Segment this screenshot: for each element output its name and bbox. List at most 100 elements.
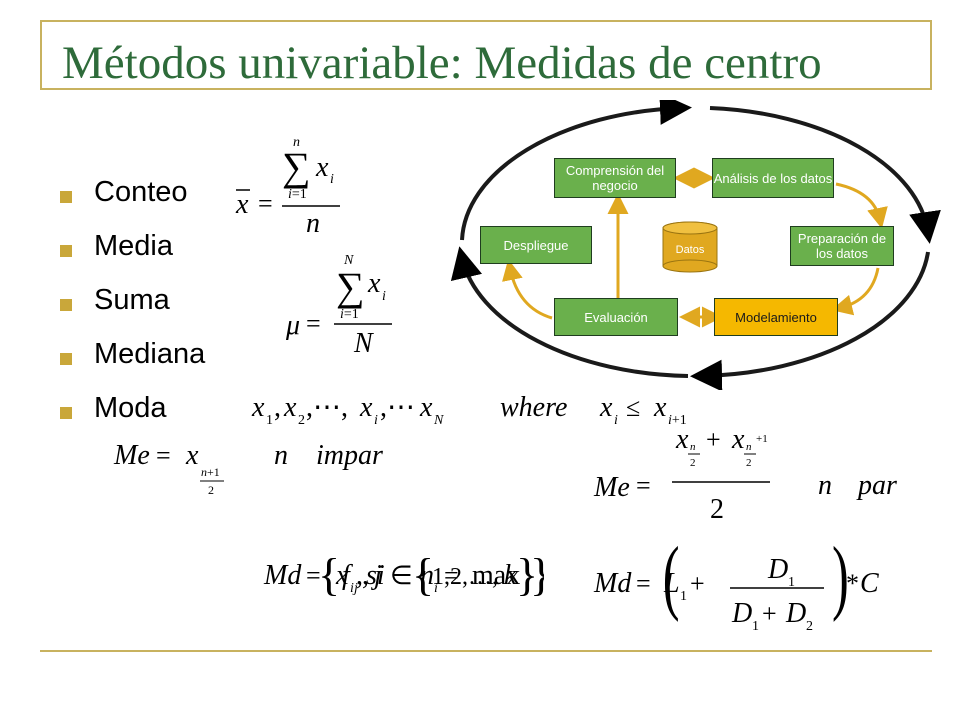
- svg-text:+: +: [762, 599, 777, 628]
- svg-text:x: x: [419, 392, 433, 423]
- datos-cylinder-label: Datos: [675, 244, 705, 256]
- svg-text:i: i: [434, 581, 438, 596]
- box-evaluacion: Evaluación: [554, 298, 678, 336]
- svg-text:=: =: [306, 561, 321, 590]
- top-rule: [40, 20, 932, 22]
- population-mean-equation: μ = N ∑ i=1 x i N: [285, 253, 392, 359]
- box-analisis: Análisis de los datos: [712, 158, 834, 198]
- svg-text:si: si: [366, 560, 385, 591]
- svg-text:f: f: [342, 560, 353, 591]
- svg-text:n: n: [746, 441, 752, 453]
- svg-text:,⋯: ,⋯: [380, 392, 415, 423]
- box-despliegue: Despliegue: [480, 226, 592, 264]
- svg-text:}: }: [516, 549, 538, 600]
- svg-text:*: *: [846, 569, 859, 598]
- svg-text:+: +: [690, 569, 705, 598]
- box-modelamiento: Modelamiento: [714, 298, 838, 336]
- svg-text:{: {: [412, 549, 434, 600]
- svg-text:2: 2: [746, 457, 752, 469]
- svg-text:2: 2: [208, 483, 214, 497]
- svg-text:∈: ∈: [390, 561, 413, 590]
- median-odd-equation: Me = x n+1 2 n impar: [113, 440, 383, 497]
- svg-text:impar: impar: [316, 440, 383, 471]
- svg-text:x: x: [315, 152, 329, 183]
- svg-text:,: ,: [356, 560, 363, 591]
- svg-text:,⋯,: ,⋯,: [306, 392, 348, 423]
- sample-mean-equation: x = n ∑ i=1 x i n: [235, 135, 340, 239]
- bullet-icon: [60, 245, 72, 257]
- svg-text:D: D: [785, 598, 806, 629]
- svg-text:): ): [832, 540, 849, 622]
- svg-text:=: =: [156, 441, 171, 470]
- svg-text:n: n: [690, 441, 696, 453]
- svg-text:∑: ∑: [282, 144, 311, 189]
- svg-text:n: n: [420, 560, 434, 591]
- median-even-formula: Me = x n 2 + x n 2 +1 2 n par: [592, 420, 922, 535]
- left-rule: [40, 20, 42, 88]
- page-title: Métodos univariable: Medidas de centro: [62, 37, 822, 89]
- svg-text:+: +: [706, 425, 721, 454]
- svg-text:≤: ≤: [626, 393, 640, 422]
- svg-text:x: x: [335, 560, 349, 591]
- median-odd-formula: Me = x n+1 2 n impar: [112, 432, 412, 509]
- svg-text:x: x: [235, 189, 249, 220]
- svg-text:1: 1: [752, 619, 759, 634]
- svg-text:n+1: n+1: [201, 465, 220, 479]
- svg-text:2: 2: [690, 457, 696, 469]
- svg-text:=: =: [636, 471, 651, 500]
- svg-text:∑: ∑: [336, 264, 365, 309]
- svg-text:,: ,: [274, 392, 281, 423]
- svg-text:i: i: [374, 413, 378, 428]
- svg-text:j: j: [352, 581, 358, 596]
- svg-text:2: 2: [710, 494, 724, 525]
- svg-text:N: N: [433, 413, 444, 428]
- svg-text:1: 1: [680, 589, 687, 604]
- population-mean-formula: μ = N ∑ i=1 x i N: [284, 248, 404, 363]
- right-rule: [930, 20, 932, 88]
- bullet-icon: [60, 299, 72, 311]
- svg-text:2: 2: [298, 413, 305, 428]
- svg-text:n: n: [818, 470, 832, 501]
- title-underline: [40, 88, 932, 90]
- svg-text:i=1: i=1: [288, 187, 307, 202]
- svg-text:+1: +1: [756, 433, 768, 445]
- svg-text:n: n: [274, 440, 288, 471]
- svg-text:Me: Me: [113, 440, 150, 471]
- bottom-rule: [40, 650, 932, 652]
- svg-text:D: D: [731, 598, 752, 629]
- svg-text:x: x: [367, 268, 381, 299]
- svg-text:j: j: [371, 560, 382, 591]
- svg-text:x: x: [599, 392, 613, 423]
- svg-text:μ: μ: [285, 310, 300, 341]
- svg-text:where: where: [500, 392, 567, 423]
- svg-text:=: =: [636, 569, 651, 598]
- svg-text:max: max: [472, 560, 520, 591]
- median-even-equation: Me = x n 2 + x n 2 +1 2 n par: [593, 424, 897, 525]
- svg-text:D: D: [767, 554, 788, 585]
- svg-text:i: i: [330, 172, 334, 187]
- svg-text:i: i: [614, 413, 618, 428]
- svg-text:(: (: [663, 540, 680, 622]
- svg-text:x: x: [675, 424, 689, 455]
- bullet-icon: [60, 407, 72, 419]
- svg-text:2: 2: [806, 619, 813, 634]
- bullet-icon: [60, 353, 72, 365]
- svg-text:}: }: [530, 549, 544, 600]
- svg-text:par: par: [856, 470, 897, 501]
- box-comprension: Comprensión del negocio: [554, 158, 676, 198]
- svg-text:,: ,: [362, 560, 369, 591]
- box-preparacion: Preparación de los datos: [790, 226, 894, 266]
- svg-text:L: L: [663, 568, 680, 599]
- svg-text:Me: Me: [593, 472, 630, 503]
- svg-text:N: N: [343, 253, 354, 268]
- bullet-icon: [60, 191, 72, 203]
- svg-text:1,2,…,: 1,2,…,: [432, 564, 498, 590]
- svg-text:{: {: [318, 549, 340, 600]
- svg-text:=: =: [306, 309, 321, 338]
- svg-text:n: n: [306, 208, 320, 238]
